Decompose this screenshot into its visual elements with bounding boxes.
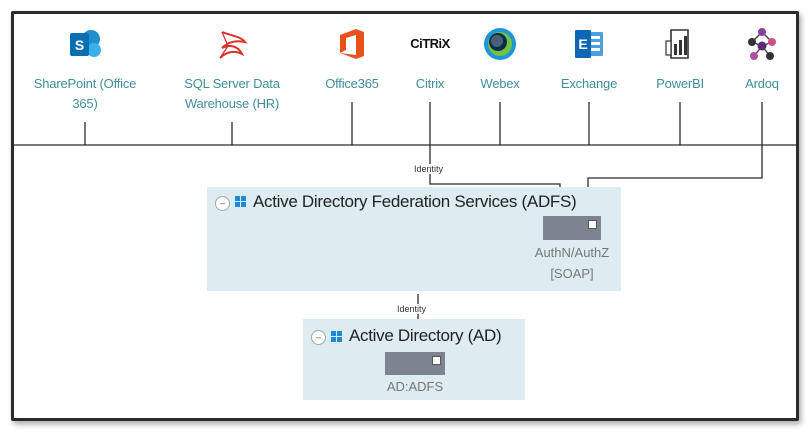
adfs-box[interactable]: – Active Directory Federation Services (… [207,187,621,291]
webex-icon [484,28,516,60]
collapse-toggle-icon[interactable]: – [215,196,230,211]
ad-title: Active Directory (AD) [349,326,502,345]
windows-logo-icon [331,331,342,342]
adfs-title: Active Directory Federation Services (AD… [253,192,577,211]
ardoq-icon [748,28,776,60]
app-label: Exchange [560,76,618,91]
powerbi-icon [665,29,689,59]
port-icon [432,356,441,365]
app-label: Ardoq [745,76,779,91]
windows-logo-icon [235,196,246,207]
authn-authz-interface-label: AuthN/AuthZ [SOAP] [534,245,610,281]
app-label: PowerBI [656,76,704,91]
sql-server-icon [219,31,248,59]
app-label: Webex [480,76,520,91]
app-label: SharePoint (Office 365) [33,76,137,111]
ad-adfs-interface-label: AD:ADFS [386,379,444,394]
port-icon [588,220,597,229]
exchange-icon: E [575,30,603,58]
app-label: Office365 [325,76,379,91]
svg-text:S: S [75,37,84,53]
authn-authz-interface[interactable] [543,216,601,240]
app-label: Citrix [415,76,445,91]
diagram-frame: Identity – Active Directory Federation S… [11,11,799,421]
ad-box[interactable]: – Active Directory (AD) AD:ADFS [303,319,525,400]
office365-icon [340,29,364,59]
citrix-logo: CiTRiX [410,36,450,51]
app-label: SQL Server Data Warehouse (HR) [184,76,280,111]
collapse-toggle-icon[interactable]: – [311,330,326,345]
ad-adfs-interface[interactable] [385,352,445,375]
svg-text:E: E [578,36,587,52]
sharepoint-icon: S [70,30,101,57]
connection-label-identity: Identity [412,164,446,174]
connection-label-identity: Identity [395,304,429,314]
